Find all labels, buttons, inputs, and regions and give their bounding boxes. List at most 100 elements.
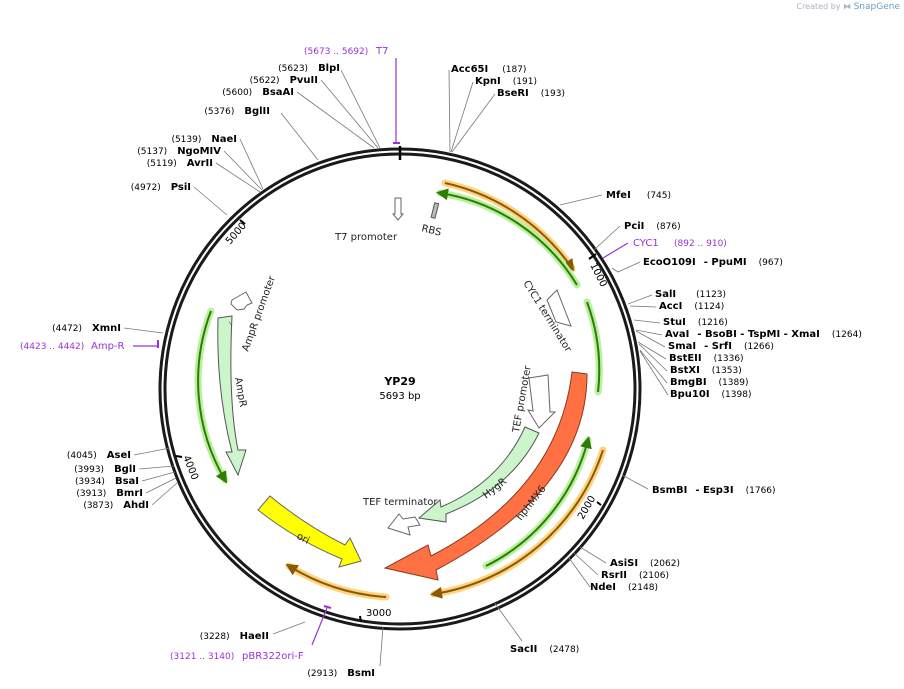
orf-arrow-top-right	[444, 182, 575, 272]
brand-app-name: SnapGene	[853, 2, 900, 12]
primer-ampr-range: (4423 .. 4442)	[20, 342, 84, 352]
primer-pbr322-name: pBR322ori-F	[242, 651, 304, 662]
leader-bmri	[145, 477, 177, 494]
primers: (5673 .. 5692) T7 CYC1 (892 .. 910) (442…	[20, 46, 727, 662]
tef-promoter-label: TEF promoter	[511, 364, 534, 434]
primer-t7-name: T7	[375, 46, 388, 57]
enzyme-acci: AccI(1124)	[659, 301, 724, 312]
leader-sali	[627, 294, 653, 305]
tef-terminator-label: TEF terminator	[362, 497, 438, 508]
enzyme-avai: AvaI- BsoBI - TspMI - XmaI(1264)	[665, 329, 862, 340]
rbs-label: RBS	[420, 223, 442, 239]
tick-label-5000: 5000	[224, 221, 249, 247]
leader-stui	[633, 319, 661, 324]
enzyme-bsteii: BstEII(1336)	[669, 353, 744, 364]
orf-tracks	[194, 179, 607, 601]
enzyme-pvuii: (5622)PvuII	[250, 75, 318, 86]
leader-blpi	[340, 69, 381, 149]
orf-arrow-cyc1	[436, 188, 578, 286]
leader-bmgbi	[639, 349, 668, 384]
hphmx6-feature	[383, 371, 588, 581]
primer-cyc1-range: (892 .. 910)	[674, 239, 727, 249]
enzyme-ahdi: (3873)AhdI	[83, 500, 149, 511]
leader-asei	[133, 447, 171, 456]
leader-bgli	[138, 465, 175, 470]
leader-pvuii	[320, 79, 379, 149]
tick-mark	[175, 455, 183, 458]
tef-terminator-arrow	[387, 513, 421, 536]
orf-glow-bottom	[285, 562, 390, 601]
leader-acc65i	[448, 69, 451, 153]
t7-promoter-label: T7 promoter	[334, 232, 398, 243]
leader-ahdi	[151, 482, 178, 506]
tick-mark	[359, 615, 362, 623]
enzyme-mfei: MfeI(745)	[606, 190, 671, 201]
enzyme-bgli: (3993)BglI	[74, 464, 136, 475]
leader-bstxi	[638, 343, 668, 372]
leader-bpu10i	[639, 350, 669, 396]
ampr-promoter-arrow	[230, 291, 253, 311]
tef-promoter-arrow	[526, 374, 557, 429]
ampr-feature	[217, 315, 247, 477]
enzyme-bseri: BseRI(193)	[497, 88, 565, 99]
rbs-box	[430, 202, 440, 219]
enzyme-bmgbi: BmgBI(1389)	[670, 377, 748, 388]
leader-smai	[635, 330, 666, 348]
enzyme-bstxi: BstXI(1353)	[670, 365, 742, 376]
tick-label-3000: 3000	[366, 608, 391, 619]
enzyme-rsrii: RsrII(2106)	[601, 570, 669, 581]
plasmid-length: 5693 bp	[379, 391, 420, 402]
leader-kpni	[450, 81, 474, 153]
brand-created-by: Created by	[796, 2, 841, 11]
enzyme-sacii: SacII(2478)	[510, 644, 579, 655]
ampr-label: AmpR	[232, 377, 248, 408]
enzyme-xmni: (4472)XmnI	[52, 323, 121, 334]
leader-acci	[629, 305, 657, 308]
enzyme-asei: (4045)AseI	[67, 450, 131, 461]
enzyme-naei: (5139)NaeI	[171, 134, 237, 145]
enzyme-avrii: (5119)AvrII	[147, 158, 213, 169]
plasmid-name: YP29	[383, 375, 415, 388]
leader-bglii	[280, 112, 319, 161]
enzyme-haeii: (3228)HaeII	[200, 631, 269, 642]
leader-ecoo109i	[611, 261, 641, 273]
enzyme-leaders	[123, 69, 669, 667]
enzyme-blpi: (5623)BlpI	[278, 63, 340, 74]
enzyme-kpni: KpnI(191)	[475, 76, 537, 87]
primer-ampr-name: Amp-R	[91, 341, 125, 352]
leader-ndei	[568, 557, 591, 588]
enzyme-asisi: AsiSI(2062)	[610, 558, 680, 569]
enzyme-bpu10i: Bpu10I(1398)	[670, 389, 751, 400]
enzyme-sali: SalI(1123)	[655, 289, 726, 300]
tick-mark	[588, 253, 597, 260]
enzyme-bglii: (5376)BglII	[204, 106, 270, 117]
leader-ngomiv	[223, 150, 263, 191]
enzyme-labels: Acc65I(187) KpnI(191) BseRI(193) MfeI(74…	[52, 63, 862, 679]
primer-pbr322-mark	[323, 605, 332, 609]
enzyme-bsai: (3934)BsaI	[75, 476, 139, 487]
enzyme-acc65i: Acc65I(187)	[451, 64, 526, 75]
enzyme-bsmi: (2913)BsmI	[307, 668, 375, 679]
leader-bsai	[141, 471, 176, 482]
orf-arrow-ampr	[197, 310, 228, 484]
enzyme-psii: (4972)PsiI	[131, 182, 191, 193]
features	[217, 197, 588, 581]
primer-pbr322-range: (3121 .. 3140)	[170, 652, 234, 662]
cyc1-terminator-arrow	[546, 289, 572, 327]
leader-pcii	[593, 225, 621, 251]
snapgene-brand: Created by ⧓ SnapGene	[796, 2, 900, 12]
enzyme-stui: StuI(1216)	[663, 317, 728, 328]
primer-pbr322-lead	[311, 607, 328, 646]
leader-naei	[239, 138, 264, 190]
leader-bseri	[451, 93, 496, 153]
leader-haeii	[272, 621, 306, 635]
enzyme-smai: SmaI- SrfI(1266)	[668, 341, 774, 352]
leader-sacii	[493, 601, 523, 642]
orf-arrow-right	[586, 301, 601, 393]
enzyme-bsmbi: BsmBI- Esp3I(1766)	[652, 485, 776, 496]
leader-mfei	[559, 194, 603, 206]
tick-mark	[239, 219, 246, 225]
leader-asisi	[579, 546, 607, 564]
orf-arrow-bottom-right	[430, 449, 604, 599]
